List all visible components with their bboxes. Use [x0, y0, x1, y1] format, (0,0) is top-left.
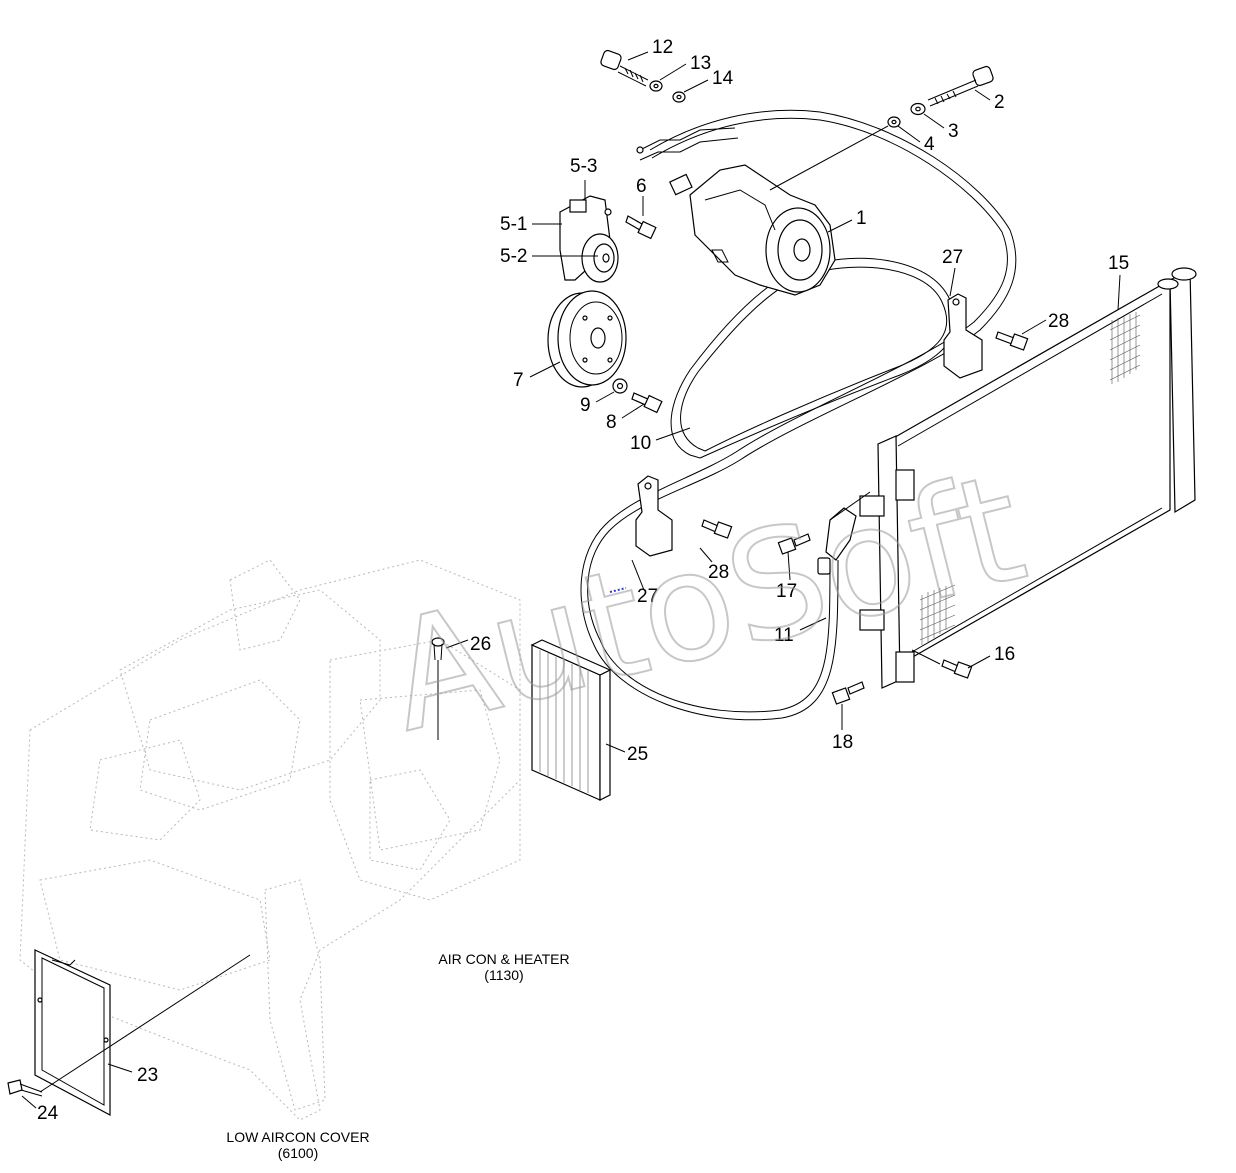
bolt-8 — [631, 392, 663, 414]
bolt-28-upper — [995, 331, 1029, 351]
watermark: AutoSoft — [373, 441, 1040, 766]
callout-26: 26 — [470, 634, 491, 655]
washer-4 — [887, 116, 901, 128]
callout-17: 17 — [776, 581, 797, 602]
blue-marker — [609, 587, 627, 593]
caption-low-aircon-cover-ref: (6100) — [278, 1145, 318, 1161]
callout-18: 18 — [832, 732, 853, 753]
callout-labels: 1 2 3 4 5-1 5-2 5-3 6 7 8 9 10 11 12 13 … — [37, 37, 1129, 1124]
washer-13 — [649, 80, 663, 92]
callout-11: 11 — [774, 625, 794, 646]
callout-14: 14 — [712, 68, 734, 89]
callout-8: 8 — [606, 412, 617, 433]
low-aircon-cover — [34, 949, 111, 1116]
callout-16: 16 — [994, 644, 1015, 665]
leader-lines — [21, 51, 1121, 1109]
callout-27-lower: 27 — [637, 586, 658, 607]
clamp-27-lower — [635, 475, 673, 557]
captions: AIR CON & HEATER (1130) LOW AIRCON COVER… — [226, 951, 569, 1161]
bolt-28-lower — [701, 519, 733, 539]
drive-belt — [670, 257, 956, 459]
screw-26 — [431, 637, 445, 740]
hose-fitting — [817, 507, 857, 575]
caption-air-con-heater: AIR CON & HEATER — [438, 951, 569, 967]
bolt-6 — [625, 215, 657, 240]
callout-15: 15 — [1108, 253, 1129, 274]
callout-6: 6 — [636, 176, 647, 197]
callout-5-1: 5-1 — [500, 214, 527, 235]
tensioner-bracket — [559, 195, 619, 283]
bolt-12 — [600, 49, 649, 87]
background-cab-outline — [19, 559, 521, 1121]
callout-12: 12 — [652, 37, 673, 58]
ac-hose-upper — [580, 109, 1017, 721]
washer-9 — [612, 378, 628, 394]
caption-low-aircon-cover: LOW AIRCON COVER — [226, 1129, 369, 1145]
bolt-17 — [777, 533, 811, 555]
caption-air-con-heater-ref: (1130) — [484, 967, 523, 983]
callout-9: 9 — [580, 395, 591, 416]
clamp-27-upper — [943, 293, 983, 379]
callout-5-3: 5-3 — [570, 156, 597, 177]
callout-28-lower: 28 — [708, 562, 729, 583]
callout-5-2: 5-2 — [500, 246, 527, 267]
callout-13: 13 — [690, 53, 711, 74]
bolt-16 — [941, 659, 973, 679]
bolt-24 — [7, 1079, 43, 1097]
callout-1: 1 — [856, 208, 867, 229]
callout-27-upper: 27 — [942, 247, 963, 268]
callout-28-upper: 28 — [1048, 311, 1069, 332]
callout-3: 3 — [948, 121, 959, 142]
callout-2: 2 — [994, 92, 1005, 113]
callout-7: 7 — [513, 370, 524, 391]
callout-4: 4 — [924, 134, 935, 155]
bolt-18 — [831, 681, 865, 705]
washer-14 — [672, 91, 686, 103]
callout-25: 25 — [627, 744, 648, 765]
compressor — [636, 146, 836, 296]
callout-23: 23 — [137, 1065, 158, 1086]
callout-10: 10 — [630, 433, 651, 454]
cabin-filter — [530, 639, 612, 801]
condenser — [859, 267, 1197, 689]
washer-3 — [910, 102, 926, 116]
callout-24: 24 — [37, 1103, 59, 1124]
pulley — [547, 290, 627, 388]
bolt-2 — [927, 65, 994, 107]
